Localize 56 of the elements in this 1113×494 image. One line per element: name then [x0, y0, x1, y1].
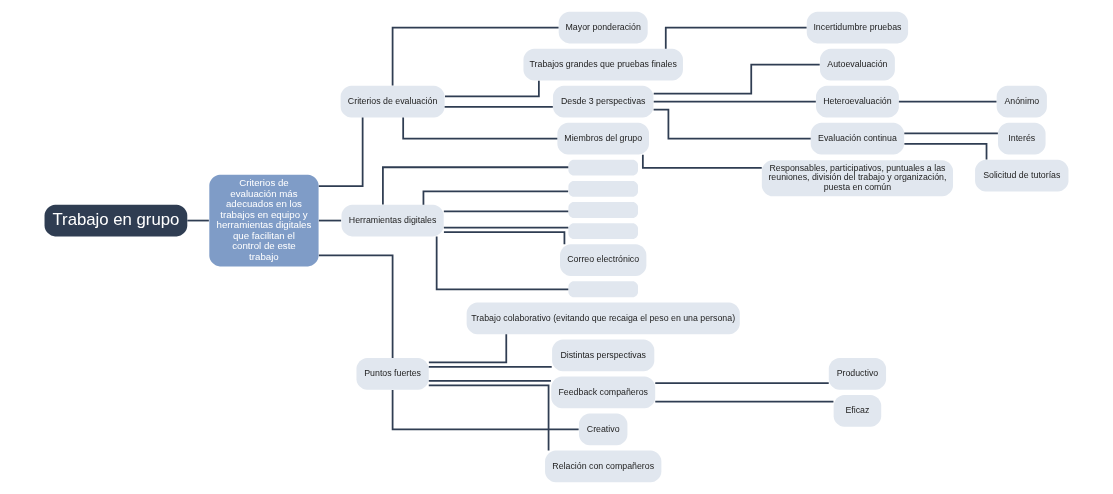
connector [652, 108, 812, 140]
node-box: Miembros del grupo [557, 122, 650, 155]
node-box: Trabajo colaborativo (evitando que recaiga el peso en una persona) [466, 302, 740, 335]
node-box [568, 180, 638, 197]
node-box: Incertidumbre pruebas [806, 11, 909, 44]
connector [442, 226, 570, 229]
node-box [568, 159, 638, 176]
node-box: Feedback compañeros [551, 376, 656, 409]
node-box: Autoevaluación [820, 48, 895, 81]
connector [427, 380, 552, 382]
connector [186, 219, 210, 222]
node-box: Correo electrónico [560, 244, 647, 277]
connector [442, 210, 570, 213]
node-box: Productivo [828, 358, 887, 390]
node-box: Eficaz [833, 395, 882, 427]
node-box [568, 281, 638, 298]
connector [443, 106, 554, 108]
node-box [568, 202, 638, 218]
connector [428, 333, 508, 364]
connector [402, 116, 559, 140]
connector [652, 100, 817, 103]
node-box: Distintas perspectivas [552, 339, 655, 372]
node-box: Evaluación continua [810, 122, 905, 155]
connector [443, 231, 566, 245]
connector [664, 26, 808, 50]
connector [391, 26, 560, 87]
connector [317, 116, 364, 188]
node-box: Solicitud de tutorías [975, 159, 1069, 192]
node-box: Anónimo [996, 85, 1047, 118]
node-box: Trabajos grandes que pruebas finales [523, 48, 683, 81]
node-box: Criterios de evaluación más adecuados en los trabajos en equipo y herramientas digitales que facilitan el control de este trabajo [209, 174, 319, 267]
node-box: Mayor ponderación [558, 11, 648, 44]
node-box: Desde 3 perspectivas [553, 85, 654, 118]
node-box: Herramientas digitales [341, 204, 444, 237]
connector [654, 382, 830, 384]
node-box: Relación con compañeros [545, 450, 662, 483]
connector [318, 254, 394, 359]
connector [898, 100, 998, 103]
connector [654, 400, 835, 403]
connector [391, 389, 580, 431]
node-box: Heteroevaluación [816, 85, 899, 118]
node-box: Criterios de evaluación [340, 85, 445, 118]
connector [652, 63, 821, 95]
node-box: Trabajo en grupo [44, 204, 188, 237]
connector [427, 365, 553, 368]
connector [318, 219, 342, 222]
node-box [568, 223, 638, 240]
node-box: Creativo [578, 413, 628, 446]
connector [435, 235, 570, 291]
node-box: Puntos fuertes [356, 358, 429, 390]
connector [422, 190, 569, 206]
connector [903, 132, 999, 135]
node-box: Interés [998, 122, 1046, 155]
connector [382, 166, 570, 206]
connector [427, 384, 550, 452]
node-box: Responsables, participativos, puntuales a las reuniones, división del trabajo y organización, puesta en común [761, 160, 954, 197]
